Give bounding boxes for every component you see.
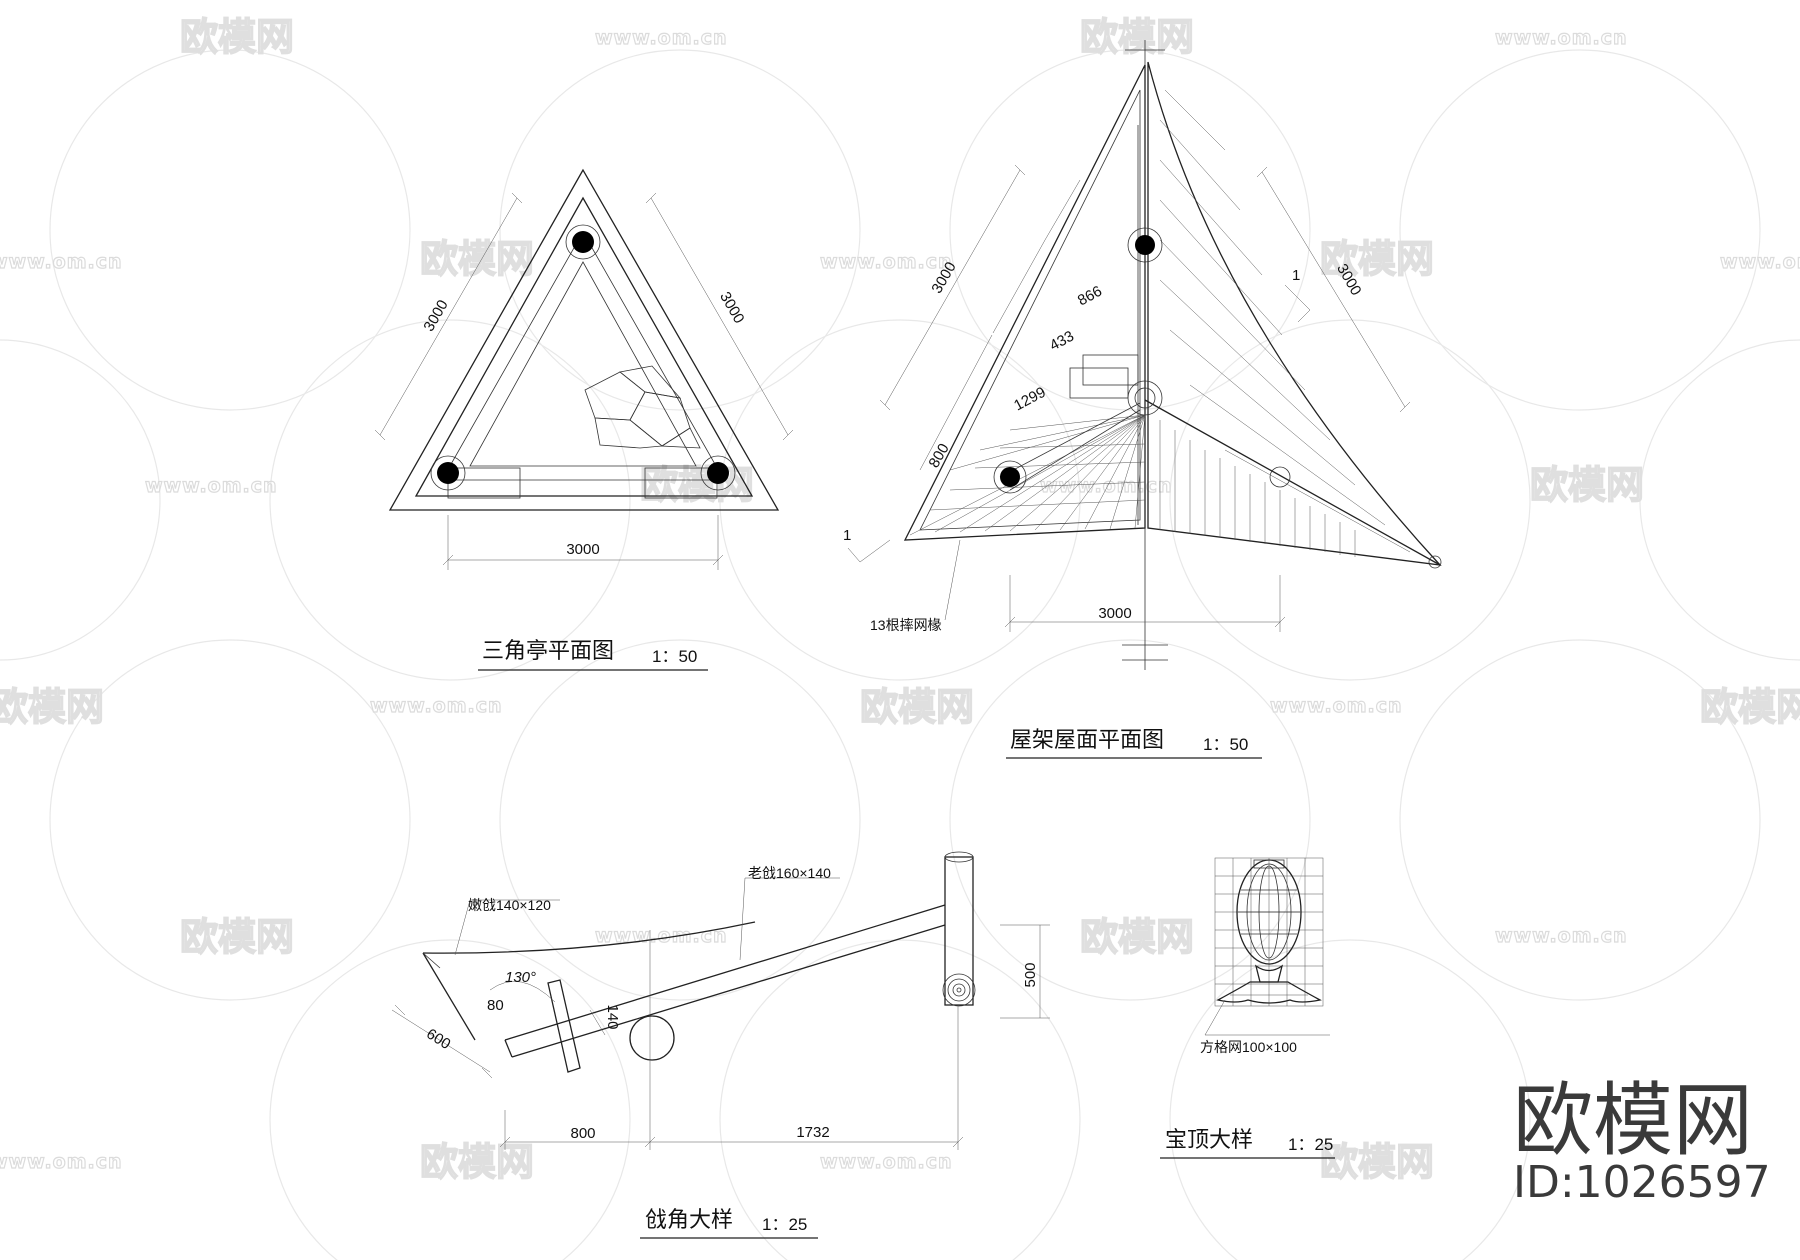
watermark-logo: 欧模网 bbox=[1080, 15, 1194, 59]
corner-label-young-beam: 嫩戗140×120 bbox=[468, 897, 551, 913]
watermark-logo: 欧模网 bbox=[1080, 915, 1194, 959]
watermark-url: www.om.cn bbox=[595, 27, 728, 49]
finial-detail: 方格网100×100 宝顶大样 1：25 bbox=[1160, 857, 1335, 1159]
finial-grid bbox=[1214, 857, 1324, 1007]
watermark-url: www.om.cn bbox=[1040, 475, 1173, 497]
roof-left-frame bbox=[903, 64, 1146, 541]
brand-id: ID:1026597 bbox=[1513, 1157, 1771, 1208]
corner-dim-lines bbox=[391, 877, 1050, 1150]
watermark-logo: 欧模网 bbox=[0, 685, 104, 729]
watermark-url: www.om.cn bbox=[1720, 251, 1800, 273]
roof-scale: 1：50 bbox=[1203, 735, 1248, 754]
watermark-url: www.om.cn bbox=[820, 1151, 953, 1173]
plan-column bbox=[430, 455, 466, 491]
watermark-layer: 欧模网 欧模网 欧模网 欧模网 欧模网 欧模网 欧模网 欧模网 欧模网 欧模网 … bbox=[0, 14, 1800, 1260]
roof-column bbox=[1127, 227, 1163, 263]
corner-dim-140: 140 bbox=[604, 1004, 621, 1029]
brand-logo: 欧模网 bbox=[1513, 1074, 1753, 1167]
roof-column-outline bbox=[1269, 466, 1291, 488]
plan-title: 三角亭平面图 bbox=[482, 639, 614, 664]
corner-dim-500: 500 bbox=[1022, 962, 1039, 987]
plan-outer-edge bbox=[388, 168, 780, 511]
finial-title: 宝顶大样 bbox=[1165, 1128, 1253, 1153]
plan-beam-outer bbox=[441, 231, 725, 481]
plan-column bbox=[565, 224, 601, 260]
finial-ornament bbox=[1216, 859, 1322, 1004]
corner-label-old-beam: 老戗160×140 bbox=[748, 865, 831, 881]
corner-post bbox=[944, 856, 974, 1006]
corner-dim-600: 600 bbox=[423, 1025, 453, 1053]
corner-old-beam bbox=[504, 904, 946, 1041]
watermark-logo: 欧模网 bbox=[1320, 1140, 1434, 1184]
watermark-url: www.om.cn bbox=[1495, 925, 1628, 947]
roof-dim-1299: 1299 bbox=[1011, 384, 1048, 415]
watermark-logo: 欧模网 bbox=[420, 1140, 534, 1184]
corner-dim-800: 800 bbox=[570, 1125, 595, 1142]
roof-column bbox=[993, 460, 1027, 494]
plan-column bbox=[700, 455, 736, 491]
plan-dim-left: 3000 bbox=[420, 297, 451, 334]
roof-hip-ridge bbox=[1144, 399, 1441, 566]
plan-inner-edge bbox=[414, 196, 754, 497]
plan-scale: 1：50 bbox=[652, 647, 697, 666]
plan-view: 3000 3000 3000 三角亭平面图 1：50 bbox=[374, 168, 794, 671]
plan-dim-lines bbox=[374, 192, 794, 570]
corner-angle: 130° bbox=[505, 969, 536, 986]
watermark-url: www.om.cn bbox=[370, 695, 503, 717]
watermark-logo: 欧模网 bbox=[640, 463, 754, 507]
roof-dim-800: 800 bbox=[925, 441, 952, 471]
corner-dim-1732: 1732 bbox=[796, 1124, 829, 1141]
plan-paving bbox=[584, 365, 701, 449]
plan-beam-inner bbox=[469, 261, 697, 467]
corner-title: 戗角大样 bbox=[645, 1208, 733, 1233]
roof-right-surface bbox=[1147, 61, 1442, 566]
watermark-logo: 欧模网 bbox=[1320, 237, 1434, 281]
watermark-logo: 欧模网 bbox=[1700, 685, 1800, 729]
watermark-url: www.om.cn bbox=[0, 251, 123, 273]
roof-dim-433: 433 bbox=[1047, 328, 1077, 355]
corner-young-beam bbox=[422, 921, 756, 954]
corner-post-section bbox=[942, 973, 976, 1007]
roof-slope-mark: 1 bbox=[843, 527, 851, 544]
roof-dim-lines bbox=[847, 164, 1411, 632]
watermark-url: www.om.cn bbox=[0, 1151, 123, 1173]
roof-title: 屋架屋面平面图 bbox=[1010, 728, 1164, 753]
roof-left-frame-inner bbox=[919, 89, 1141, 531]
watermark-url: www.om.cn bbox=[145, 475, 278, 497]
watermark-url: www.om.cn bbox=[820, 251, 953, 273]
plan-dim-right: 3000 bbox=[716, 289, 747, 326]
watermark-logo: 欧模网 bbox=[180, 15, 294, 59]
plan-dim-bottom: 3000 bbox=[566, 541, 599, 558]
roof-slope-mark-right: 1 bbox=[1292, 267, 1300, 284]
watermark-logo: 欧模网 bbox=[860, 685, 974, 729]
roof-fan-rafters bbox=[909, 414, 1146, 536]
roof-rafter-note: 13根摔网椽 bbox=[870, 617, 942, 633]
roof-dim-866: 866 bbox=[1075, 283, 1105, 310]
watermark-logo: 欧模网 bbox=[180, 915, 294, 959]
roof-dim-bottom: 3000 bbox=[1098, 605, 1131, 622]
corner-scale: 1：25 bbox=[762, 1215, 807, 1234]
watermark-url: www.om.cn bbox=[1495, 27, 1628, 49]
corner-detail: 嫩戗140×120 老戗160×140 130° 80 600 140 500 … bbox=[391, 851, 1050, 1239]
finial-grid-note: 方格网100×100 bbox=[1200, 1039, 1297, 1055]
watermark-url: www.om.cn bbox=[595, 925, 728, 947]
roof-right-hatch bbox=[1159, 89, 1411, 557]
finial-scale: 1：25 bbox=[1288, 1135, 1333, 1154]
roof-plan: 3000 3000 3000 866 433 1299 800 1 1 13根摔… bbox=[843, 40, 1442, 759]
corner-purlin bbox=[629, 1015, 675, 1061]
watermark-logo: 欧模网 bbox=[420, 237, 534, 281]
watermark-url: www.om.cn bbox=[1270, 695, 1403, 717]
watermark-logo: 欧模网 bbox=[1530, 463, 1644, 507]
watermark-arcs bbox=[0, 49, 1800, 1260]
roof-center-post bbox=[1127, 380, 1163, 416]
corner-dim-80: 80 bbox=[487, 997, 504, 1014]
